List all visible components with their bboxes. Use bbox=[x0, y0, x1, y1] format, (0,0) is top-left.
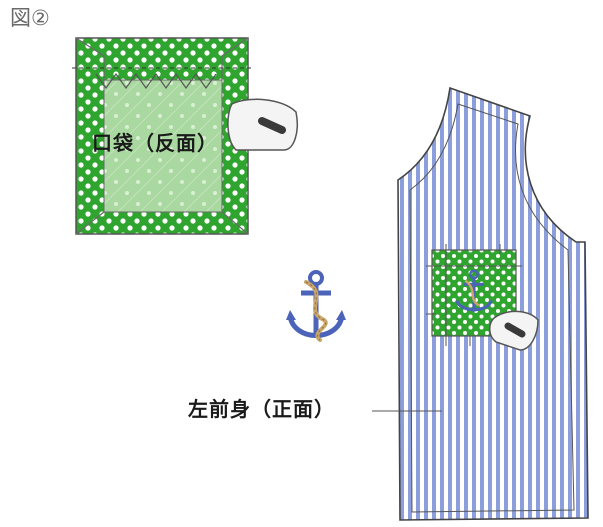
fold-corner bbox=[75, 37, 105, 80]
iron-icon bbox=[489, 310, 539, 351]
seam-line bbox=[409, 103, 575, 513]
anchor-icon bbox=[286, 270, 346, 342]
anchor-icon bbox=[455, 269, 493, 312]
fold-corner bbox=[221, 211, 249, 235]
iron-icon bbox=[227, 98, 298, 151]
fold-corner bbox=[221, 37, 249, 80]
placement-marks bbox=[426, 244, 522, 346]
zigzag-stitch bbox=[95, 72, 217, 90]
figure-label: 図② bbox=[10, 6, 50, 30]
pocket-label: 口袋（反面） bbox=[92, 131, 218, 155]
fold-corner bbox=[75, 211, 105, 235]
pocket-inner-panel bbox=[103, 79, 223, 213]
front-body-label: 左前身（正面） bbox=[188, 397, 335, 421]
pocket-wrong-side bbox=[72, 37, 252, 235]
